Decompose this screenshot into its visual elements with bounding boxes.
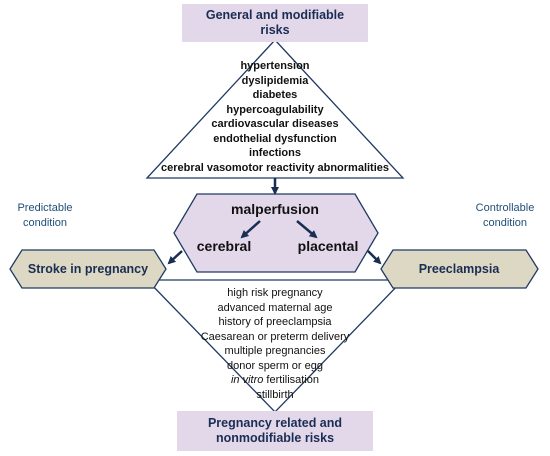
nonmodifiable-risks-triangle [145, 279, 405, 413]
risk-item: in vitro fertilisation [230, 374, 320, 386]
risk-item: donor sperm or egg [227, 359, 323, 372]
risk-item: advanced maternal age [217, 301, 333, 314]
preeclampsia-hexagon [380, 249, 539, 289]
preeclampsia-label: Preeclampsia [418, 262, 500, 276]
risk-item: cardiovascular diseases [211, 118, 339, 130]
modifiable-risks-title-box: General and modifiable risks [182, 4, 368, 42]
malperfusion-label: malperfusion [231, 201, 319, 217]
arrow-to-cerebral [240, 220, 261, 239]
cerebral-label: cerebral [196, 238, 252, 254]
placental-label: placental [297, 238, 359, 254]
risk-item: stillbirth [256, 388, 294, 401]
risk-item: history of preeclampsia [218, 316, 332, 328]
modifiable-risks-title-line2: risks [260, 23, 290, 37]
modifiable-risks-title-line1: General and modifiable [205, 8, 345, 22]
malperfusion-hexagon [173, 193, 379, 273]
nonmodifiable-risks-title-line2: nonmodifiable risks [215, 431, 335, 445]
risk-item: cerebral vasomotor reactivity abnormalit… [160, 161, 390, 174]
risk-item: endothelial dysfunction [213, 132, 337, 145]
controllable-condition-label: Controllable condition [475, 202, 535, 229]
nonmodifiable-risks-title-box: Pregnancy related and nonmodifiable risk… [177, 411, 373, 451]
risk-item: dyslipidemia [241, 74, 309, 87]
risk-item: multiple pregnancies [224, 345, 326, 357]
arrow-to-preeclampsia [367, 250, 382, 265]
nonmodifiable-risks-title-line1: Pregnancy related and [207, 416, 343, 430]
stroke-in-pregnancy-label: Stroke in pregnancy [27, 262, 149, 276]
nonmodifiable-risks-list: high risk pregnancy advanced maternal ag… [165, 286, 385, 402]
stroke-hexagon [9, 249, 167, 289]
risk-item: diabetes [252, 89, 298, 101]
risk-item: hypertension [240, 60, 310, 72]
risk-item: Caesarean or preterm delivery [200, 330, 350, 343]
risk-item: infections [249, 147, 301, 159]
risk-item: hypercoagulability [226, 103, 324, 116]
modifiable-risks-list: hypertension dyslipidemia diabetes hyper… [150, 59, 400, 175]
predictable-condition-label: Predictable condition [17, 202, 73, 229]
arrow-to-placental [296, 220, 318, 239]
risk-item: high risk pregnancy [227, 287, 323, 299]
arrow-to-stroke [167, 250, 183, 265]
